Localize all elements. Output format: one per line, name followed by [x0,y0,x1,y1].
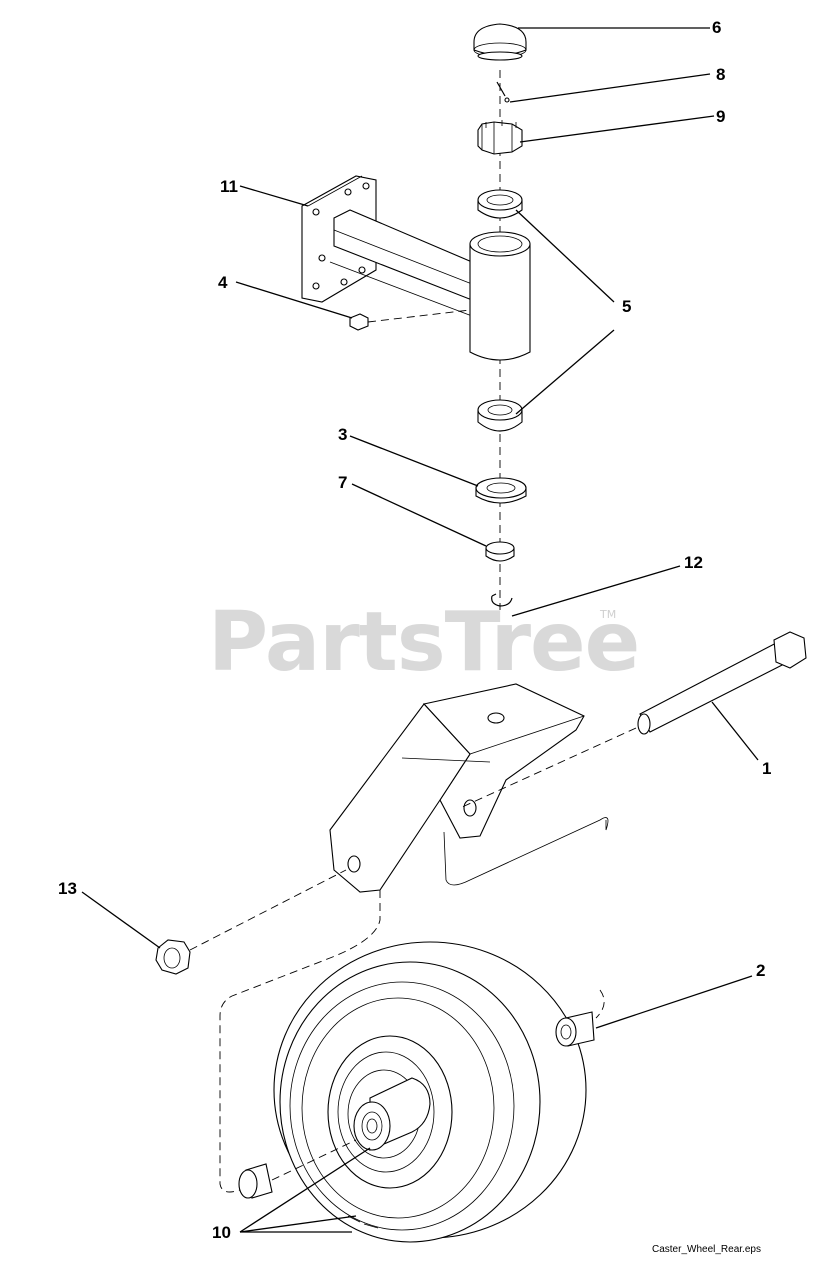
callout-3: 3 [338,425,347,444]
callout-7: 7 [338,473,347,492]
callout-labels: 6 8 9 11 4 5 3 7 12 1 13 2 10 [58,18,771,1242]
washer-part [475,477,527,504]
callout-8: 8 [716,65,725,84]
retaining-ring-part [491,593,513,607]
callout-9: 9 [716,107,725,126]
file-name-label: Caster_Wheel_Rear.eps [652,1244,761,1255]
lock-nut-part [155,869,347,975]
left-spacer-part [238,1139,357,1199]
lower-bearing-part [477,399,523,432]
wheel-part [273,941,587,1243]
callout-5: 5 [622,297,631,316]
cotter-pin-part [496,81,510,103]
callout-4: 4 [218,273,228,292]
castle-nut-part [477,120,523,155]
watermark: PartsTree TM [208,595,640,690]
watermark-text: PartsTree [208,595,639,690]
callout-12: 12 [684,553,703,572]
grease-fitting-part [349,309,471,331]
right-spacer-part [555,989,605,1047]
callout-10: 10 [212,1223,231,1242]
axle-bolt-part [459,631,807,809]
caster-bracket-part [301,175,531,361]
axle-path-line [219,890,381,1193]
leader-lines [81,27,759,1233]
callout-2: 2 [756,961,765,980]
caster-fork-part [329,683,609,893]
callout-13: 13 [58,879,77,898]
upper-bearing-part [477,189,523,219]
dust-cap-part [473,23,527,61]
spacer-ring-part [485,541,515,562]
callout-1: 1 [762,759,771,778]
callout-6: 6 [712,18,721,37]
callout-11: 11 [220,177,238,196]
watermark-trademark: TM [599,608,616,621]
